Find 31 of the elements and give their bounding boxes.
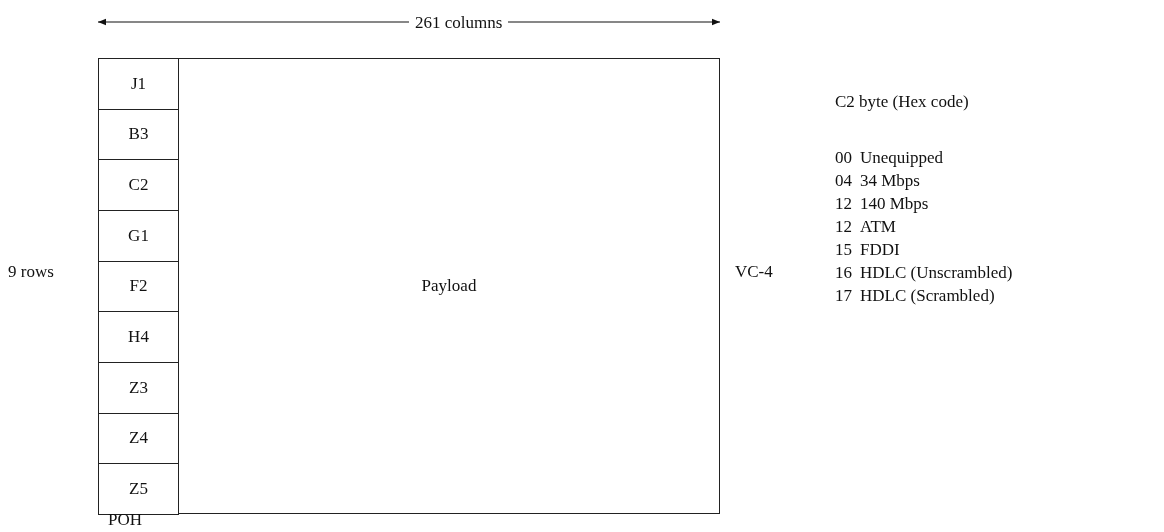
- area-label: Payload: [421, 276, 477, 296]
- table-cell: 140 Mbps: [860, 194, 929, 214]
- byte-name: G1: [128, 225, 149, 246]
- table-cell: HDLC (Unscrambled): [860, 263, 1013, 283]
- table-cell: HDLC (Scrambled): [860, 286, 995, 306]
- code-cell: 16: [835, 263, 852, 283]
- table-cell: ATM: [860, 217, 896, 237]
- byte-name: B3: [128, 124, 149, 145]
- code-cell: 17: [835, 286, 852, 306]
- table-cell: FDDI: [860, 240, 900, 260]
- code-cell: 00: [835, 148, 852, 168]
- code-cell: 15: [835, 240, 852, 260]
- byte-name: F2: [129, 276, 148, 297]
- overhead-byte-cell: [98, 463, 179, 515]
- table-cell: Unequipped: [860, 148, 944, 168]
- byte-name: Z4: [129, 428, 148, 449]
- dimension-label: 9 rows: [8, 262, 54, 282]
- overhead-byte-cell: [98, 58, 179, 110]
- byte-name: Z5: [129, 479, 148, 500]
- byte-name: C2: [128, 175, 149, 196]
- table-title: C2 byte (Hex code): [835, 92, 969, 112]
- byte-name: Z3: [129, 377, 148, 398]
- payload-area: [178, 58, 720, 514]
- code-cell: 04: [835, 171, 852, 191]
- container-label: VC-4: [735, 262, 773, 282]
- code-cell: 12: [835, 217, 852, 237]
- byte-name: H4: [128, 327, 149, 348]
- byte-name: J1: [130, 73, 147, 94]
- table-cell: 34 Mbps: [860, 171, 920, 191]
- code-cell: 12: [835, 194, 852, 214]
- column-label: POH: [108, 510, 142, 530]
